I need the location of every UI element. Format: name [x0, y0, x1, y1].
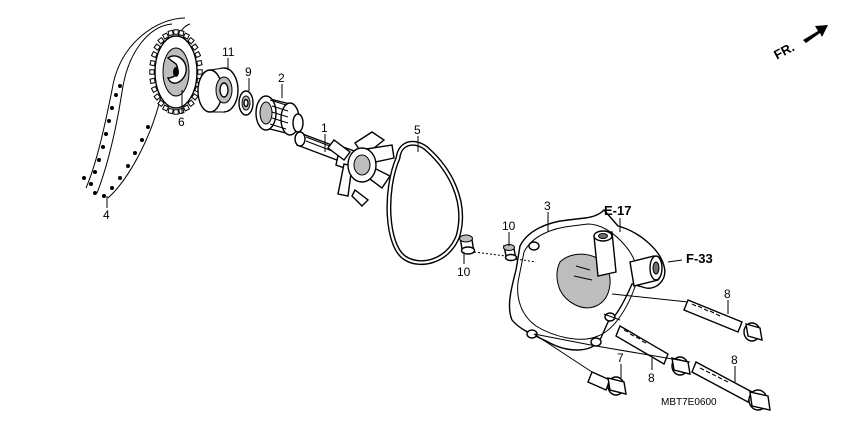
- callout-4: 4: [103, 208, 110, 222]
- sprocket-tooth: [153, 93, 161, 101]
- callout-3: 3: [544, 199, 551, 213]
- callout-11: 11: [222, 45, 235, 59]
- mechanical-seal: [255, 95, 304, 136]
- callout-8-upper: 8: [724, 287, 731, 301]
- flange-bolt-lower: [533, 333, 771, 411]
- sprocket-tooth: [191, 43, 199, 51]
- flange-bolt-upper: [611, 293, 763, 342]
- front-arrow-icon: [803, 25, 828, 43]
- sprocket-tooth: [153, 43, 161, 51]
- callout-8-lower: 8: [731, 353, 738, 367]
- sprocket-tooth: [157, 99, 165, 108]
- sprocket-tooth: [149, 59, 156, 67]
- callout-10-upper: 10: [502, 219, 516, 233]
- sprocket-tooth: [196, 59, 203, 67]
- callout-numbers: 11 9 2 6 1 5 4 3 10 10 8 7 8 8: [103, 45, 738, 385]
- sprocket-tooth: [150, 85, 159, 94]
- sprocket-tooth: [167, 29, 174, 37]
- bearing: [197, 67, 239, 113]
- sprocket-tooth: [167, 107, 174, 115]
- pump-sprocket: [149, 29, 203, 115]
- sprocket-tooth: [197, 69, 203, 75]
- sprocket-tooth: [161, 32, 170, 40]
- callout-6: 6: [178, 115, 185, 129]
- sprocket-tooth: [173, 109, 179, 115]
- leader-lines: [106, 58, 736, 382]
- sprocket-tooth: [187, 99, 195, 108]
- washer: [238, 90, 254, 116]
- sprocket-tooth: [191, 93, 199, 101]
- sprocket-tooth: [178, 29, 185, 37]
- sprocket-tooth: [150, 50, 159, 59]
- callout-9: 9: [245, 65, 252, 79]
- water-pump-cover: [508, 208, 666, 351]
- dowel-pin-right: [503, 244, 518, 262]
- callout-1: 1: [321, 121, 328, 135]
- reference-e17: E-17: [604, 203, 631, 218]
- sprocket-tooth: [161, 104, 170, 112]
- chain-links: [82, 84, 150, 198]
- flange-bolt-middle: [603, 313, 691, 376]
- sprocket-tooth: [149, 69, 155, 75]
- front-direction-indicator: FR.: [771, 25, 828, 62]
- sprocket-tooth: [182, 104, 191, 112]
- sprocket-tooth: [173, 29, 179, 35]
- front-direction-label: FR.: [771, 39, 797, 62]
- dowel-pin-left: [459, 234, 476, 255]
- sprocket-tooth: [157, 36, 165, 45]
- sprocket-tooth: [187, 36, 195, 45]
- pump-shaft-impeller: [294, 131, 395, 207]
- callout-10-lower: 10: [457, 265, 471, 279]
- sprocket-tooth: [178, 107, 185, 115]
- short-bolt: [533, 333, 627, 396]
- dowel-pins: [459, 234, 518, 262]
- callout-2: 2: [278, 71, 285, 85]
- reference-f33: F-33: [686, 251, 713, 266]
- sprocket-tooth: [182, 32, 191, 40]
- callout-8-middle: 8: [648, 371, 655, 385]
- o-ring-gasket: [386, 140, 464, 266]
- sprocket-tooth: [149, 77, 156, 85]
- catalog-code: MBT7E0600: [661, 397, 717, 408]
- sprocket-tooth: [193, 50, 202, 59]
- callout-5: 5: [414, 123, 421, 137]
- callout-7: 7: [617, 351, 624, 365]
